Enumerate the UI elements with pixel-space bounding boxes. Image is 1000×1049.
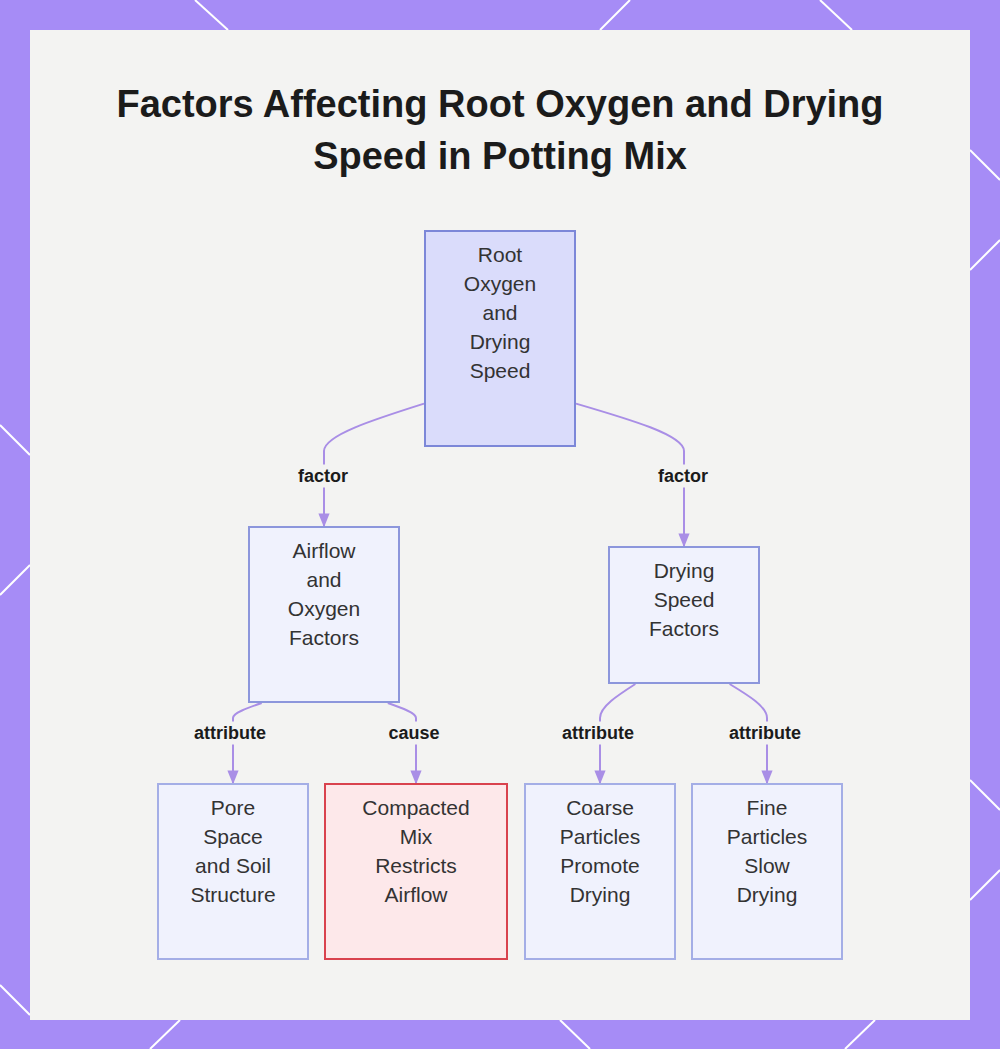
attribute-box: Coarse Particles Promote Drying <box>524 783 676 960</box>
category-box: Drying Speed Factors <box>608 546 760 684</box>
decor-line <box>0 985 30 1015</box>
attribute-box: Fine Particles Slow Drying <box>691 783 843 960</box>
decor-line <box>0 565 30 595</box>
node-label: Coarse Particles Promote Drying <box>556 793 644 909</box>
decor-line <box>820 0 852 30</box>
edge-label: attribute <box>726 722 804 745</box>
edge-label: attribute <box>559 722 637 745</box>
edge-label: attribute <box>191 722 269 745</box>
edge-label: factor <box>655 465 711 488</box>
node-label: Root Oxygen and Drying Speed <box>456 240 544 385</box>
edge-label: factor <box>295 465 351 488</box>
cause-box: Compacted Mix Restricts Airflow <box>324 783 508 960</box>
node-label: Fine Particles Slow Drying <box>723 793 811 909</box>
decor-line <box>970 240 1000 270</box>
diagram-title: Factors Affecting Root Oxygen and Drying… <box>100 78 900 182</box>
decor-line <box>970 870 1000 900</box>
node-label: Pore Space and Soil Structure <box>189 793 277 909</box>
node-label: Airflow and Oxygen Factors <box>280 536 368 652</box>
decor-line <box>600 0 630 30</box>
node-label: Drying Speed Factors <box>640 556 728 643</box>
decor-line <box>195 0 228 30</box>
category-box: Airflow and Oxygen Factors <box>248 526 400 703</box>
attribute-box: Pore Space and Soil Structure <box>157 783 309 960</box>
root-box: Root Oxygen and Drying Speed <box>424 230 576 447</box>
edge-label: cause <box>385 722 442 745</box>
decor-line <box>560 1020 590 1049</box>
decor-line <box>970 780 1000 810</box>
node-label: Compacted Mix Restricts Airflow <box>362 793 470 909</box>
decor-line <box>845 1020 875 1049</box>
decor-line <box>0 425 30 455</box>
decor-line <box>970 150 1000 180</box>
decor-line <box>150 1020 180 1049</box>
